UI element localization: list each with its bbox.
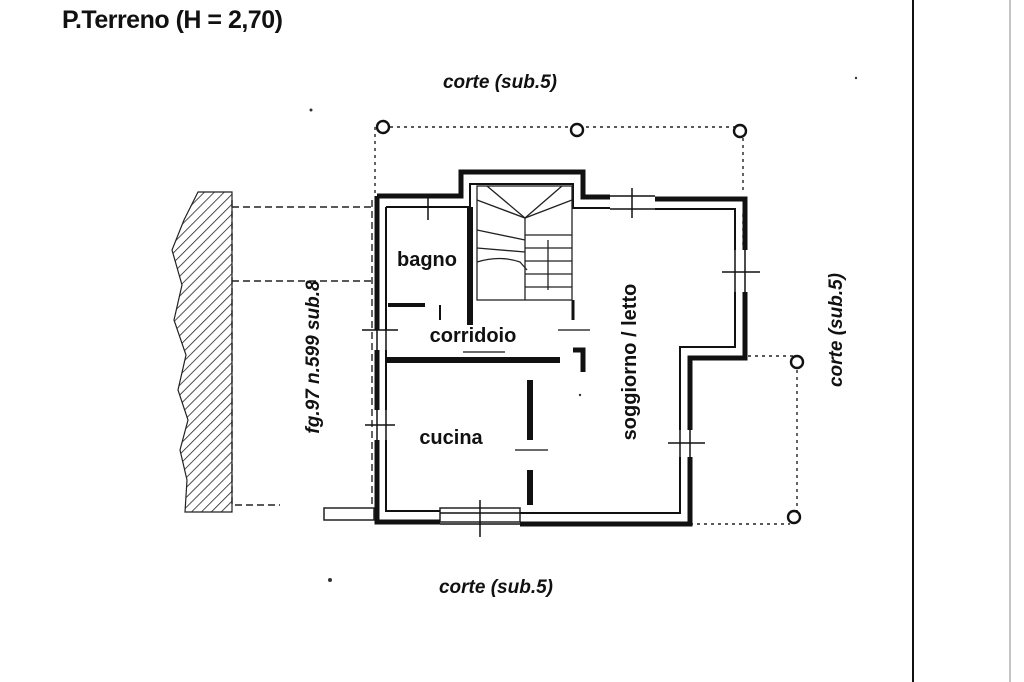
interior-walls — [386, 207, 586, 505]
courtyard-label-top: corte (sub.5) — [443, 72, 557, 93]
plan-title: P.Terreno (H = 2,70) — [62, 6, 283, 34]
room-label-corridoio: corridoio — [430, 325, 517, 347]
parcel-label: fg.97 n.599 sub.8 — [303, 280, 324, 434]
adjacent-wall-hatch — [171, 191, 233, 513]
room-label-soggiorno: soggiorno / letto — [619, 284, 641, 441]
windows — [362, 188, 760, 537]
courtyard-label-bottom: corte (sub.5) — [439, 577, 553, 598]
courtyard-label-right: corte (sub.5) — [826, 273, 847, 387]
door-marks — [463, 329, 590, 451]
parcel-lines — [231, 200, 373, 506]
room-label-cucina: cucina — [419, 427, 483, 449]
staircase — [476, 185, 573, 301]
exterior-wall-lining — [385, 183, 736, 514]
boundary-marker — [375, 119, 805, 525]
exterior-walls — [374, 169, 748, 527]
room-label-bagno: bagno — [397, 249, 457, 271]
scan-specks — [309, 76, 858, 582]
